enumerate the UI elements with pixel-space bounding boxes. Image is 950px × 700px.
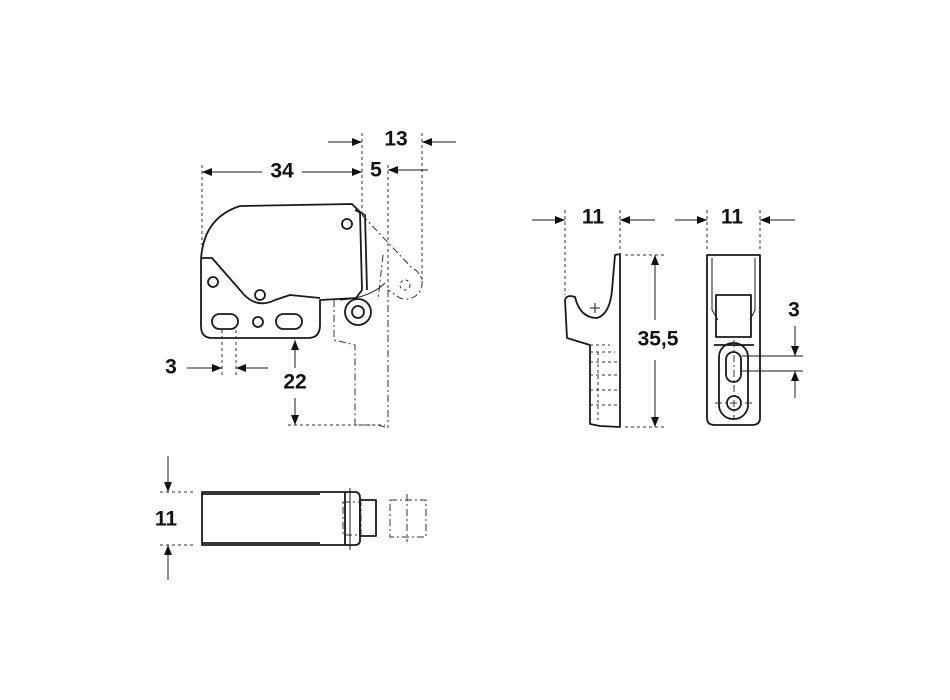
striker-side-view [564,253,621,428]
dim-22: 22 [283,371,306,394]
striker-side-dimensions: 11 35,5 [532,206,679,428]
front-dimensions: 34 13 5 3 22 [165,128,456,426]
dim-3: 3 [165,356,177,379]
top-dimensions: 11 [155,456,195,580]
dim-11-front: 11 [721,206,744,229]
striker-front-dimensions: 11 3 [675,206,803,398]
latch-top-view [201,488,427,550]
dim-11-side: 11 [582,206,605,229]
dim-35-5: 35,5 [638,328,679,351]
dim-34: 34 [270,160,294,183]
dim-13: 13 [384,128,407,151]
striker-front-view [706,254,761,426]
dim-3-striker: 3 [788,299,800,322]
dim-5: 5 [370,159,382,182]
latch-front-view [200,203,423,429]
dim-11-top: 11 [155,508,178,531]
